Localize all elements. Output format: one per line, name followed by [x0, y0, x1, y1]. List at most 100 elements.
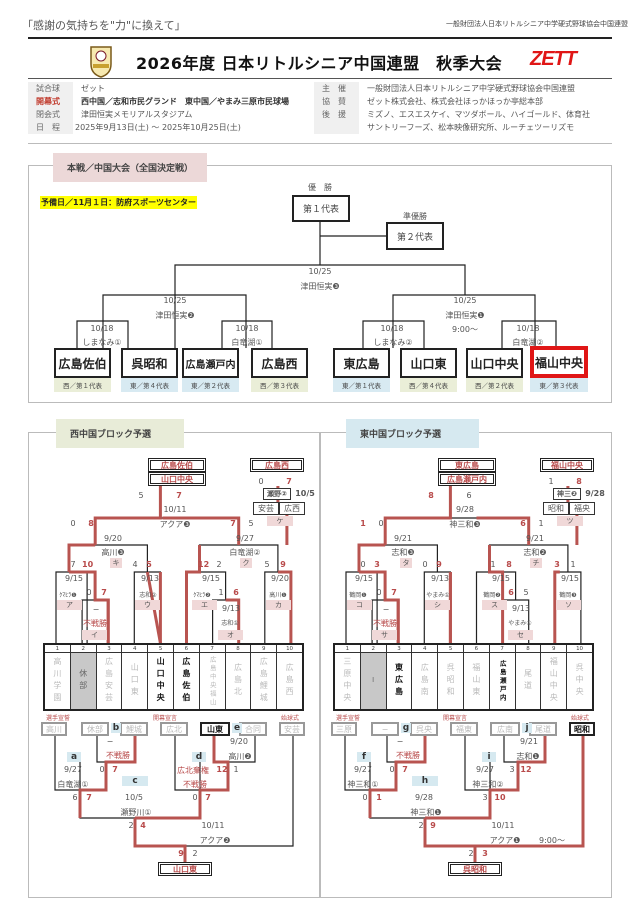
match-venue: 神三和② [472, 780, 504, 789]
main-team: 広島佐伯西／第１代表 [54, 348, 111, 392]
team-name: 広島鯉城 [259, 657, 269, 705]
main-tournament-tag: 本戦／中国大会（全国決定戦） [53, 153, 208, 182]
info-value: ゼット株式会社、株式会社ほっかほっか亭総本部 [367, 97, 543, 106]
team-abbrev: 昭和 [543, 502, 569, 515]
consolation-team-box: 昭和 [569, 722, 595, 736]
role-label: 選手宣誓 [45, 715, 70, 722]
match-date: 9/15 [492, 574, 510, 583]
score: 7 [205, 793, 211, 802]
team-rep: 西／第２代表 [466, 378, 523, 392]
team-number: 9 [541, 645, 567, 653]
info-label: 閉会式 [28, 108, 73, 121]
team-number: 8 [515, 645, 541, 653]
consolation-team-box: − [371, 722, 399, 736]
team-name: 呉昭和 [121, 348, 178, 378]
team-name: 高川学園 [52, 657, 62, 705]
match-code: イ [82, 630, 107, 640]
score: 3 [482, 793, 488, 802]
walkover: 不戦勝 [183, 780, 207, 789]
champion-box: 広島佐伯 [148, 458, 206, 472]
match-code: ウ [135, 600, 160, 610]
consolation-team-box: 呉央 [410, 722, 438, 736]
info-value: 津田恒実メモリアルスタジアム [81, 110, 193, 119]
score: 6 [520, 519, 526, 528]
info-value: 西中国／志和市民グランド 東中国／やまみ三原市民球場 [81, 97, 289, 106]
match-date: 9/28 [585, 489, 605, 498]
team-rep: 東／第２代表 [182, 378, 239, 392]
consolation-team-box: 尾道 [529, 722, 557, 736]
main-team: 東広島東／第１代表 [333, 348, 390, 392]
match-date: 9/28 [456, 505, 474, 514]
match-date: 9/15 [355, 574, 373, 583]
team-name: 東広島 [333, 348, 390, 378]
score: 1 [548, 477, 554, 486]
match-code: ケ [267, 516, 293, 526]
team-name: 広島瀬戸内 [498, 659, 507, 703]
match-date: 9/13 [222, 604, 240, 613]
team-name: 福山東 [471, 663, 481, 699]
consolation-winner-box: 山口東 [158, 862, 212, 876]
match-code: サ [372, 630, 397, 640]
team-name: 山口東 [400, 348, 457, 378]
consolation-winner-box: 呉昭和 [448, 862, 502, 876]
dash: − [396, 737, 404, 746]
dash: − [106, 737, 114, 746]
match-letter: j [522, 723, 532, 733]
match-venue: 神三和❶ [410, 808, 442, 817]
match-venue: やまみ① [508, 620, 532, 627]
team-number: 1 [45, 645, 70, 653]
score: 5 [248, 519, 254, 528]
semi-right-date: 10/25 [453, 296, 477, 305]
match-venue: 志和② [139, 592, 157, 599]
match-code: セ [508, 630, 533, 640]
score: 9 [280, 560, 286, 569]
main-team-highlighted: 福山中央東／第３代表 [530, 346, 588, 392]
score: 6 [508, 588, 514, 597]
score: 8 [428, 491, 434, 500]
score: 0 [360, 560, 366, 569]
forfeit-note: 広北棄権 [177, 766, 209, 775]
runner-up-label: 準優勝 [403, 212, 427, 221]
match-code: オ [218, 630, 243, 640]
score: 5 [264, 560, 270, 569]
match-date: 9/13 [431, 574, 449, 583]
team-number: 7 [199, 645, 225, 653]
info-label: 主 催 [314, 82, 359, 95]
role-label: 選手宣誓 [335, 715, 360, 722]
score: 3 [482, 849, 488, 858]
divider [28, 143, 612, 144]
match-date: 9/21 [526, 534, 544, 543]
score: 4 [132, 560, 138, 569]
score: 2 [192, 849, 198, 858]
match-date: 9/15 [561, 574, 579, 583]
match-venue: 鶴岡❶ [349, 592, 367, 599]
match-venue: 鶴岡❸ [559, 592, 577, 599]
team-rep: 東／第４代表 [121, 378, 178, 392]
consolation-team-box: 広北 [160, 722, 188, 736]
match-date: 9/15 [65, 574, 83, 583]
walkover: 不戦勝 [373, 619, 397, 628]
score: 2 [128, 821, 134, 830]
score: 12 [198, 560, 210, 569]
team-name: 尾道 [523, 669, 533, 693]
score: 5 [523, 588, 529, 597]
team-rep: 東／第３代表 [530, 378, 588, 392]
match-date: 9/13 [512, 604, 530, 613]
consolation-team-box: 広南 [490, 722, 520, 736]
match-date: 9/15 [202, 574, 220, 583]
match-date: 9/27 [354, 765, 372, 774]
match-code: ア [57, 600, 82, 610]
divider [28, 37, 612, 39]
match-letter: d [192, 752, 206, 762]
info-row: サントリーフーズ、松本映像研究所、ルーチェツーリズモ [314, 121, 614, 134]
team-number: 1 [335, 645, 360, 653]
champion-box: 山口中央 [148, 472, 206, 486]
score: 7 [230, 519, 236, 528]
match-venue: 白竜湖① [57, 780, 89, 789]
